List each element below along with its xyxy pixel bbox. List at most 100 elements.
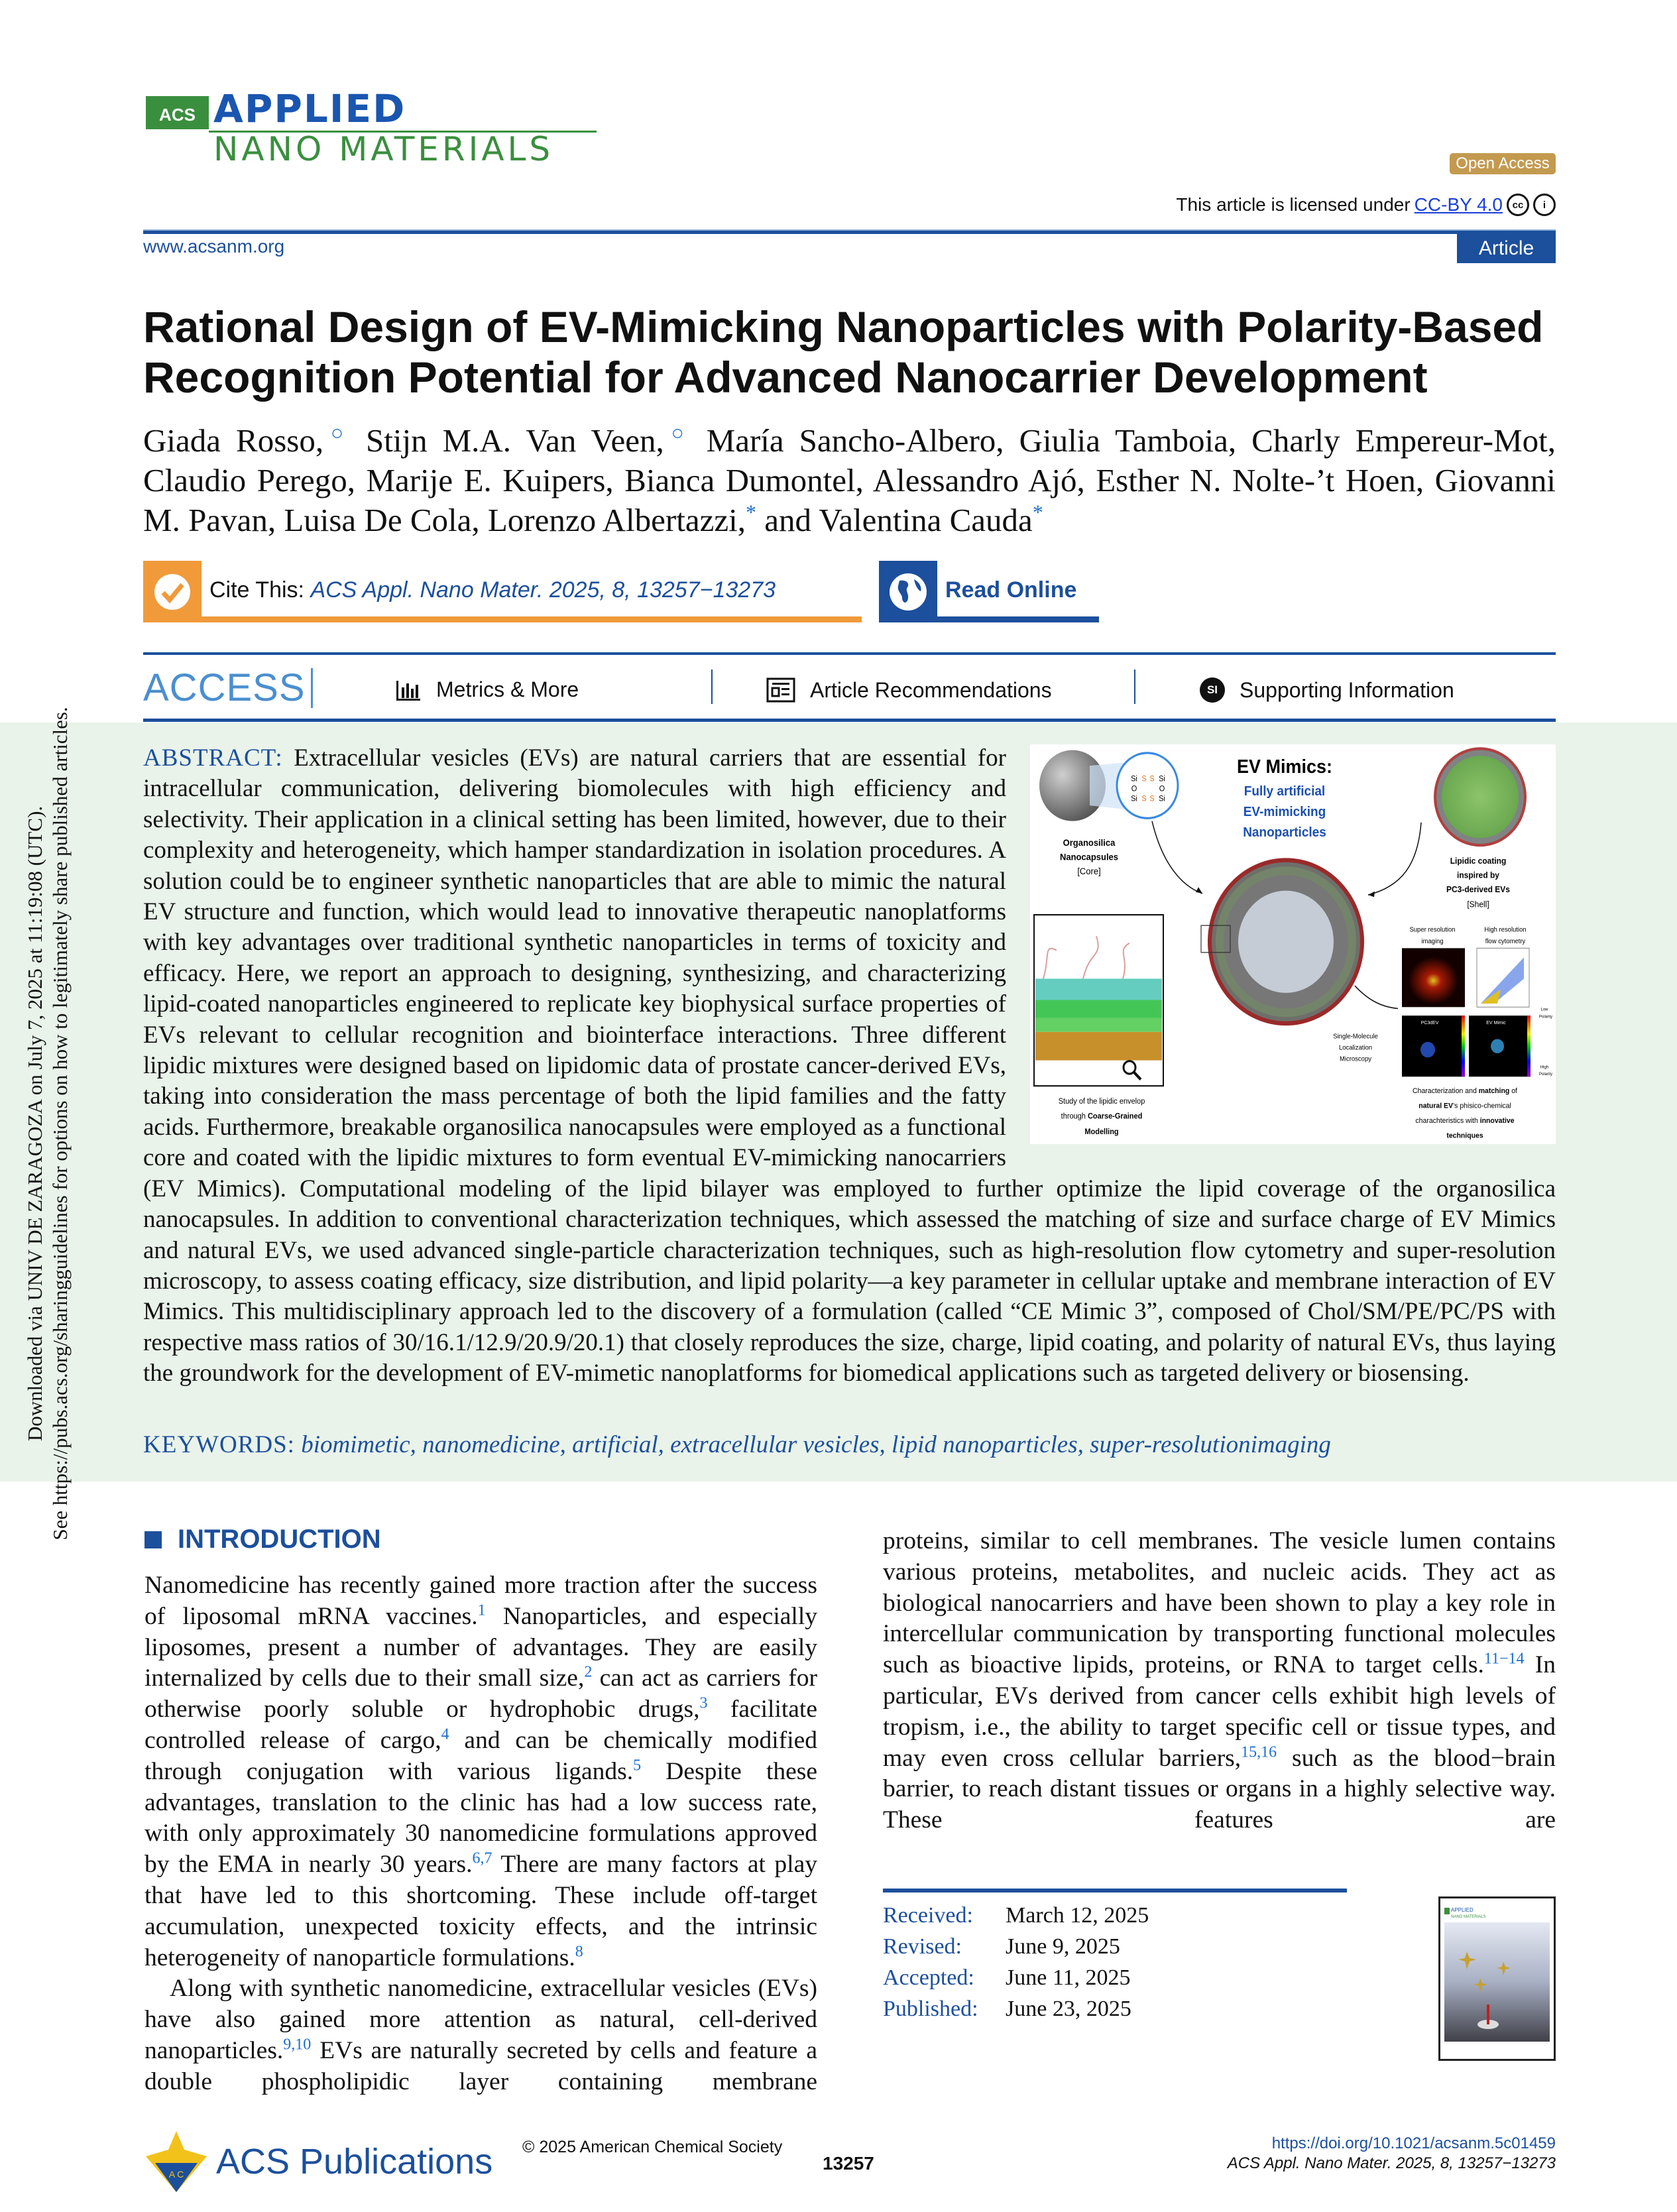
abstract-text: Extracellular vesicles (EVs) are natural… xyxy=(143,744,1556,1387)
shell-label: Lipidic coating inspired by PC3-derived … xyxy=(1446,856,1510,909)
text-run: Stijn M.A. Van Veen, xyxy=(350,422,664,459)
text-run: There are many factors at play that have… xyxy=(145,1851,817,1971)
date-revised: Revised:June 9, 2025 xyxy=(883,1934,1120,1959)
characterization-caption: Characterization and matching of natural… xyxy=(1413,1087,1518,1140)
access-bottom-rule xyxy=(143,719,1556,722)
citation-superscript[interactable]: 11−14 xyxy=(1483,1650,1525,1668)
supporting-info-icon: SI xyxy=(1200,677,1225,703)
citation-superscript[interactable]: 15,16 xyxy=(1241,1743,1277,1761)
citation-superscript[interactable]: 8 xyxy=(575,1943,583,1961)
svg-text:flow cytometry: flow cytometry xyxy=(1485,938,1526,945)
intro-paragraph: proteins, similar to cell membranes. The… xyxy=(883,1526,1556,1836)
core-sphere xyxy=(1039,750,1106,821)
text-run: facilitate controlled release of cargo, xyxy=(145,1696,817,1754)
text-run: and can be chemically modified through c… xyxy=(145,1726,818,1785)
citation-superscript[interactable]: 3 xyxy=(699,1694,708,1712)
article-recommendations-link[interactable]: Article Recommendations xyxy=(766,677,1052,703)
read-online-button[interactable]: Read Online xyxy=(879,561,1099,622)
smlm-label: Single-Molecule Localization Microscopy xyxy=(1333,1033,1378,1063)
intro-paragraph: Along with synthetic nanomedicine, extra… xyxy=(145,1973,817,2097)
download-notice-line1: Downloaded via UNIV DE ZARAGOZA on July … xyxy=(23,805,46,1442)
svg-text:Study of the lipidic envelop: Study of the lipidic envelop xyxy=(1059,1098,1145,1106)
svg-text:Characterization and matching: Characterization and matching of xyxy=(1413,1087,1518,1095)
svg-text:S: S xyxy=(1149,775,1155,783)
svg-text:Si: Si xyxy=(1131,795,1137,803)
citation-superscript[interactable]: ○ xyxy=(323,420,351,445)
svg-text:imaging: imaging xyxy=(1421,938,1443,945)
citation-superscript[interactable]: 6,7 xyxy=(472,1849,492,1867)
journal-website-link[interactable]: www.acsanm.org xyxy=(143,236,285,257)
text-run: can act as carriers for otherwise poorly… xyxy=(145,1664,817,1723)
svg-text:Modelling: Modelling xyxy=(1084,1128,1118,1136)
logo-divider xyxy=(209,131,597,133)
citation-superscript[interactable]: 9,10 xyxy=(283,2036,312,2054)
text-run: Nanomedicine has recently gained more tr… xyxy=(145,1572,817,1630)
svg-text:[Core]: [Core] xyxy=(1077,866,1100,877)
recommendations-icon xyxy=(766,677,795,703)
keywords-list: biomimetic, nanomedicine, artificial, ex… xyxy=(301,1431,1331,1458)
publication-dates: Received:March 12, 2025 Revised:June 9, … xyxy=(883,1900,1149,2024)
graphic-headline: EV Mimics: xyxy=(1237,756,1332,777)
svg-text:Single-Molecule: Single-Molecule xyxy=(1333,1033,1378,1040)
text-run: Along with synthetic nanomedicine, extra… xyxy=(145,1975,817,2064)
license-link[interactable]: CC-BY 4.0 xyxy=(1414,194,1503,215)
citation-superscript[interactable]: * xyxy=(745,500,756,524)
svg-text:A C: A C xyxy=(169,2169,184,2180)
cite-this-box[interactable]: Cite This: ACS Appl. Nano Mater. 2025, 8… xyxy=(143,561,862,622)
date-published: Published:June 23, 2025 xyxy=(883,1997,1131,2021)
text-run: María Sancho-Albero, Giulia Tamboia, Cha… xyxy=(143,422,1556,538)
dates-rule xyxy=(883,1889,1347,1892)
doi-link[interactable]: https://doi.org/10.1021/acsanm.5c01459 xyxy=(1271,2134,1556,2152)
license-line: This article is licensed under CC-BY 4.0… xyxy=(1176,194,1556,216)
svg-text:Si: Si xyxy=(1159,795,1165,803)
core-label: Organosilica Nanocapsules [Core] xyxy=(1060,838,1118,876)
svg-text:through Coarse-Grained: through Coarse-Grained xyxy=(1061,1112,1143,1120)
copyright: © 2025 American Chemical Society xyxy=(522,2138,783,2156)
checkmark-icon xyxy=(143,561,202,622)
cite-label: Cite This: xyxy=(209,577,304,603)
publisher-name: ACS Publications xyxy=(216,2142,493,2182)
separator xyxy=(1134,669,1135,704)
svg-text:Lipidic coating: Lipidic coating xyxy=(1450,856,1507,866)
journal-cover-thumbnail[interactable]: APPLIED NANO MATERIALS xyxy=(1438,1896,1556,2061)
svg-text:natural EV’s phisico-chemical: natural EV’s phisico-chemical xyxy=(1418,1102,1511,1110)
supporting-information-link[interactable]: SI Supporting Information xyxy=(1200,677,1454,703)
citation-superscript[interactable]: * xyxy=(1032,500,1043,524)
acs-publications-logo[interactable]: A C ACS Publications xyxy=(143,2130,492,2193)
access-label: ACCESS xyxy=(143,668,313,708)
journal-logo-nano-materials: NANO MATERIALS xyxy=(213,130,554,168)
text-run: EVs are naturally secreted by cells and … xyxy=(145,2036,817,2095)
metrics-more-label: Metrics & More xyxy=(436,677,579,701)
citation-superscript[interactable]: ○ xyxy=(664,420,691,445)
citation-superscript[interactable]: 4 xyxy=(441,1725,449,1743)
author-list: Giada Rosso,○ Stijn M.A. Van Veen,○ Marí… xyxy=(143,421,1556,540)
svg-text:S: S xyxy=(1141,775,1147,783)
text-run: and Valentina Cauda xyxy=(756,502,1033,538)
metrics-more-link[interactable]: Metrics & More xyxy=(395,677,579,702)
header-rule xyxy=(143,229,1556,234)
svg-text:techniques: techniques xyxy=(1446,1132,1483,1139)
citation-superscript[interactable]: 5 xyxy=(633,1757,642,1775)
svg-text:NANO MATERIALS: NANO MATERIALS xyxy=(1451,1915,1486,1919)
formula-zoom-circle xyxy=(1116,752,1179,819)
article-title: Rational Design of EV-Mimicking Nanopart… xyxy=(143,302,1544,402)
citation-superscript[interactable]: 1 xyxy=(477,1601,486,1619)
citation-superscript[interactable]: 2 xyxy=(584,1663,593,1681)
svg-text:Si: Si xyxy=(1159,775,1165,783)
svg-text:PC3dEV: PC3dEV xyxy=(1421,1019,1439,1025)
svg-text:Nanocapsules: Nanocapsules xyxy=(1060,852,1118,862)
open-access-badge: Open Access xyxy=(1450,153,1556,174)
cite-reference[interactable]: ACS Appl. Nano Mater. 2025, 8, 13257−132… xyxy=(310,577,776,603)
keywords-label: KEYWORDS: xyxy=(143,1431,295,1458)
globe-icon xyxy=(879,561,937,622)
access-top-rule xyxy=(143,652,1556,655)
svg-text:Low: Low xyxy=(1541,1007,1548,1012)
keywords: KEYWORDS: biomimetic, nanomedicine, arti… xyxy=(143,1430,1331,1459)
text-run: Giada Rosso, xyxy=(143,422,324,459)
svg-text:Localization: Localization xyxy=(1339,1044,1372,1051)
svg-text:APPLIED: APPLIED xyxy=(1451,1907,1474,1913)
download-notice-line2[interactable]: See https://pubs.acs.org/sharingguidelin… xyxy=(48,707,72,1541)
